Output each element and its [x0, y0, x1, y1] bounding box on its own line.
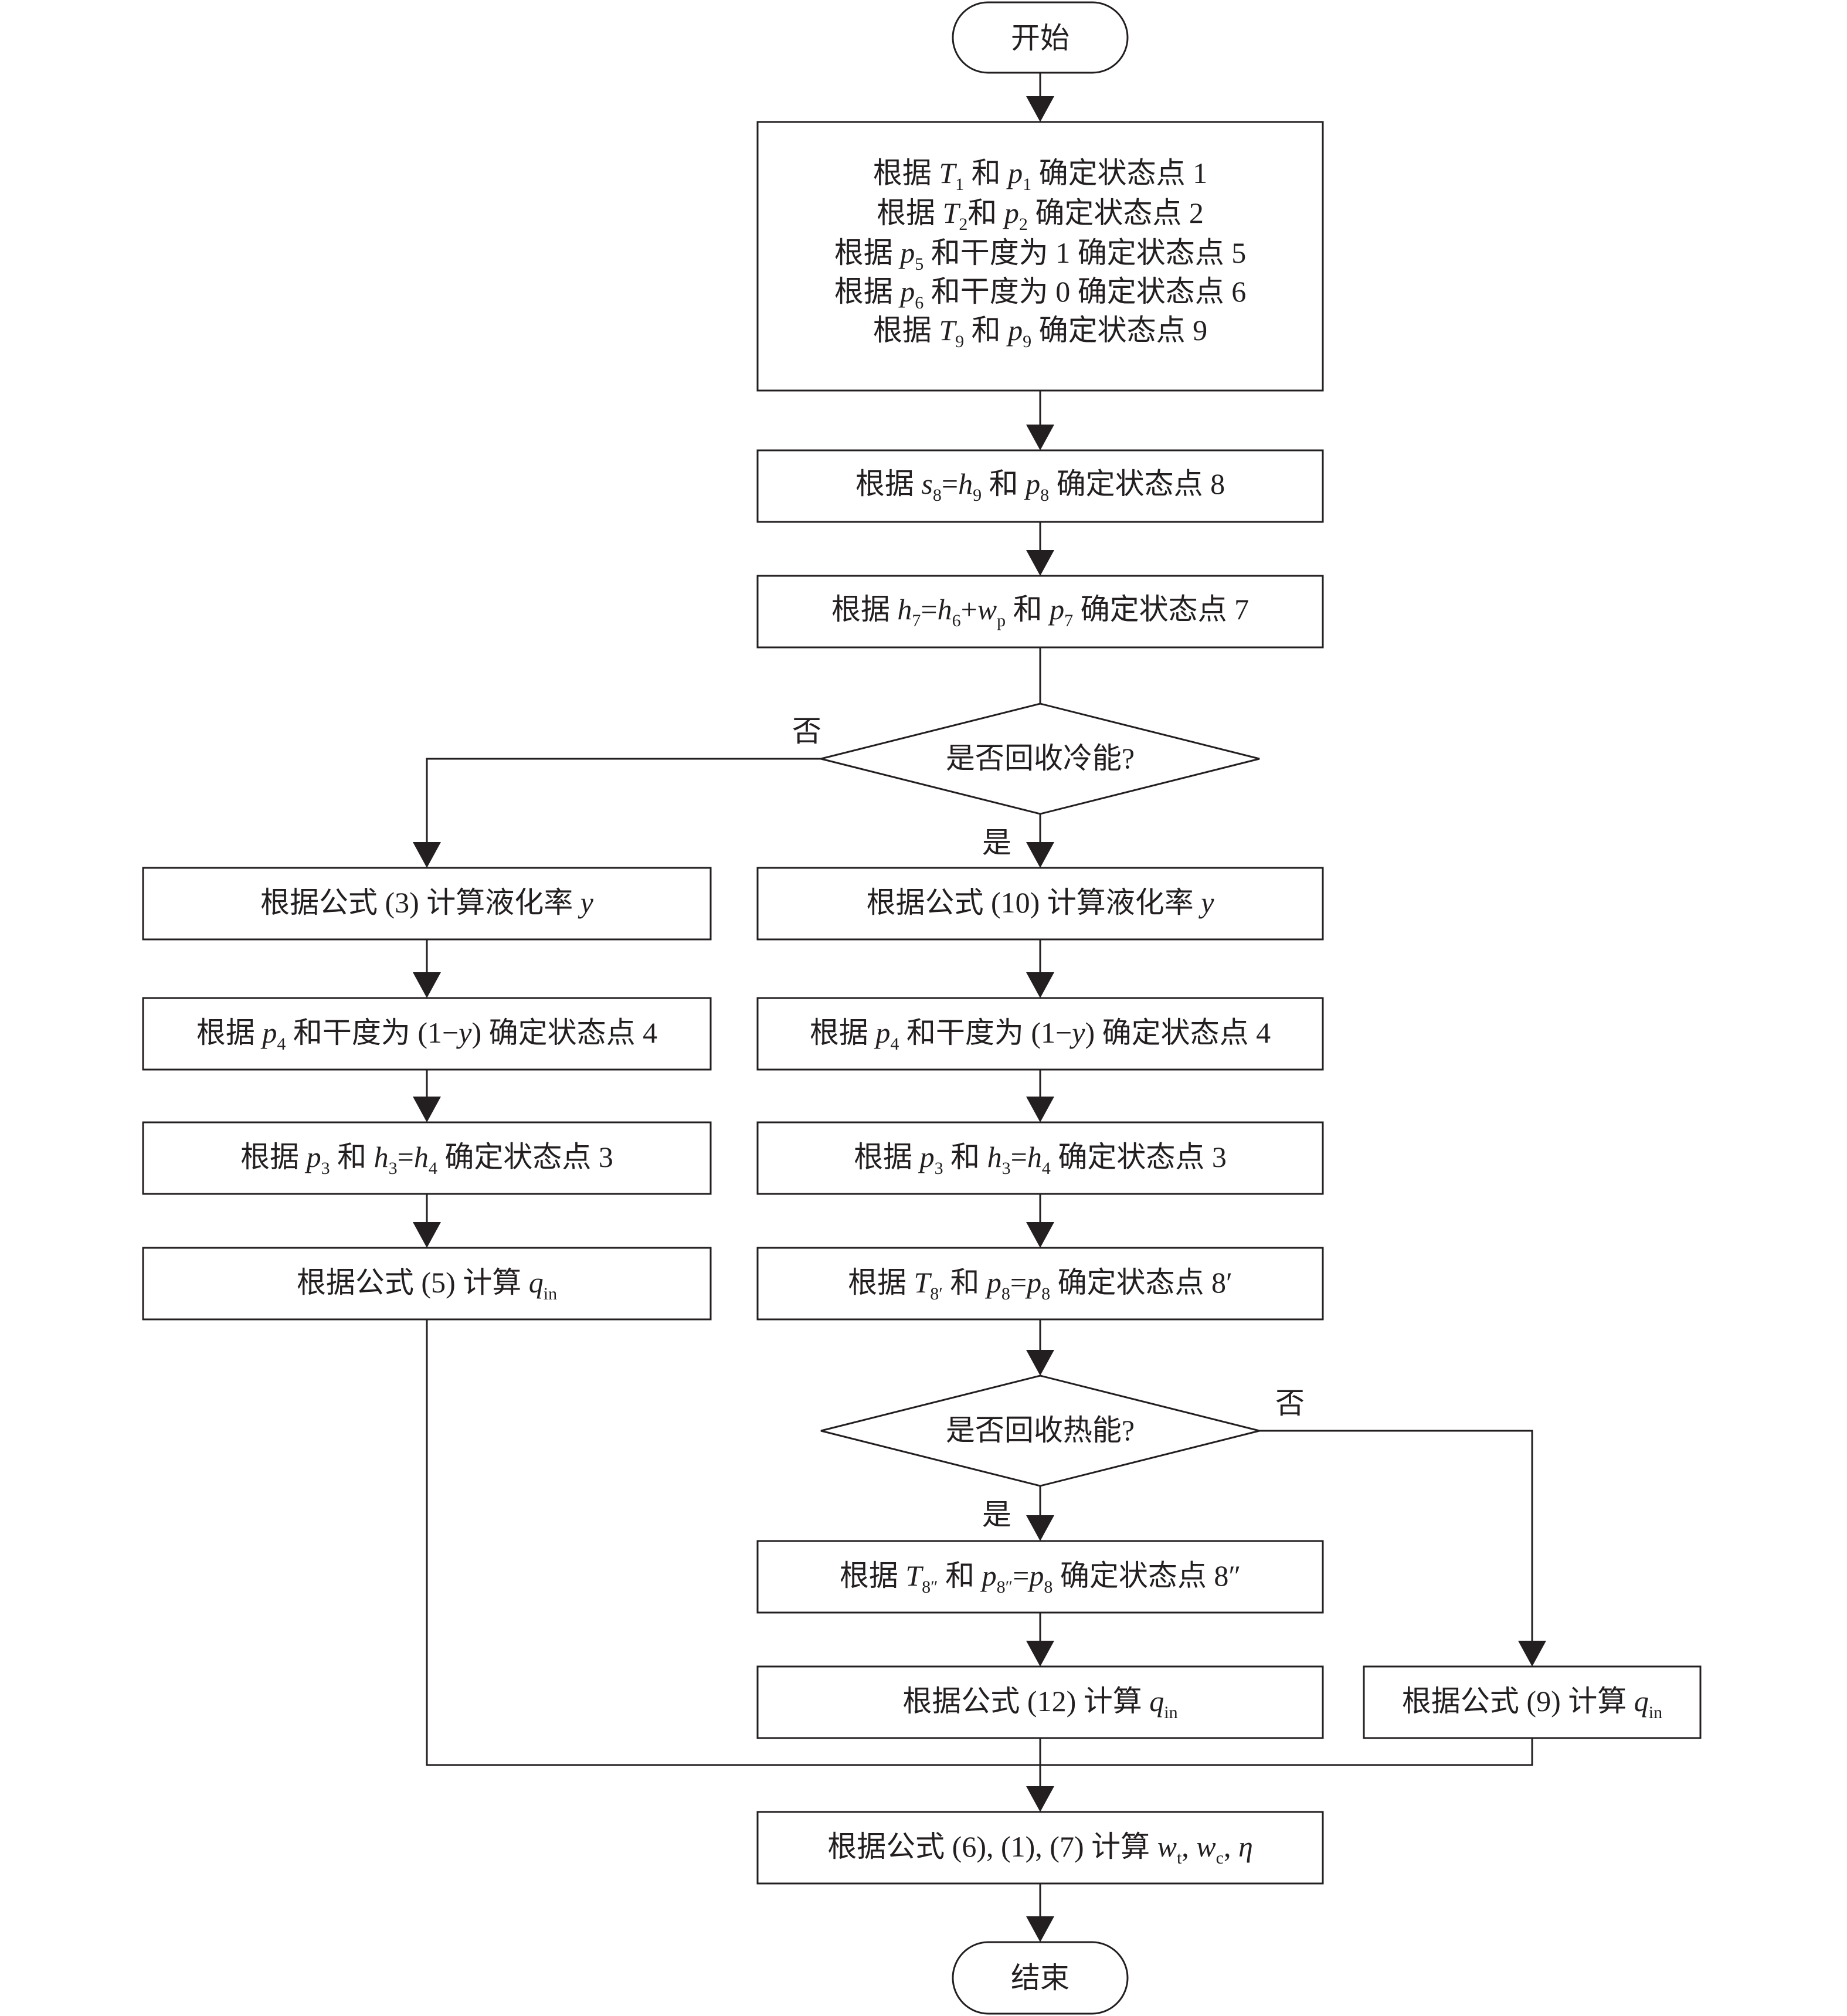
- end-label: 结束: [1011, 1961, 1070, 1994]
- state-7-label: 根据 h7=h6+wp 和 p7 确定状态点 7: [831, 593, 1249, 630]
- decision-cold-label: 是否回收冷能?: [946, 742, 1135, 775]
- decision-cold-yes-label: 是: [982, 826, 1011, 859]
- decision-heat-yes-label: 是: [982, 1498, 1011, 1531]
- right-liquefaction-box: [756, 867, 1324, 941]
- final-compute-box: [756, 1811, 1324, 1885]
- left-liquefaction-label: 根据公式 (3) 计算液化率 y: [260, 886, 594, 919]
- left-state-4-label: 根据 p4 和干度为 (1−y) 确定状态点 4: [196, 1016, 657, 1054]
- init-line-3: 根据 p5 和干度为 1 确定状态点 5: [834, 236, 1247, 274]
- init-line-1: 根据 T1 和 p1 确定状态点 1: [873, 157, 1207, 194]
- right-state-8prime-box: [756, 1247, 1324, 1321]
- left-state-3-box: [142, 1121, 712, 1195]
- left-state-3-label: 根据 p3 和 h3=h4 确定状态点 3: [240, 1141, 613, 1178]
- formula-9-box: [1363, 1665, 1702, 1739]
- init-state-box: [756, 121, 1324, 392]
- right-liquefaction-label: 根据公式 (10) 计算液化率 y: [866, 886, 1214, 919]
- left-qin-box: [142, 1247, 712, 1321]
- state-8dblprime-label: 根据 T8″ 和 p8″=p8 确定状态点 8″: [840, 1559, 1241, 1597]
- init-line-2: 根据 T2和 p2 确定状态点 2: [877, 196, 1204, 234]
- decision-cold-no-label: 否: [792, 715, 821, 748]
- right-state-3-label: 根据 p3 和 h3=h4 确定状态点 3: [854, 1141, 1227, 1178]
- formula-12-label: 根据公式 (12) 计算 qin: [902, 1685, 1177, 1722]
- decision-heat-no-label: 否: [1275, 1387, 1305, 1420]
- right-state-4-box: [756, 997, 1324, 1071]
- right-state-3-box: [756, 1121, 1324, 1195]
- final-compute-label: 根据公式 (6), (1), (7) 计算 wt, wc, η: [827, 1830, 1253, 1868]
- init-line-5: 根据 T9 和 p9 确定状态点 9: [873, 314, 1207, 351]
- left-state-4-box: [142, 997, 712, 1071]
- start-label: 开始: [1011, 22, 1070, 55]
- decision-heat-label: 是否回收热能?: [946, 1414, 1135, 1447]
- right-state-8prime-label: 根据 T8′ 和 p8=p8 确定状态点 8′: [848, 1266, 1233, 1304]
- state-8-label: 根据 s8=h9 和 p8 确定状态点 8: [855, 467, 1225, 505]
- formula-9-label: 根据公式 (9) 计算 qin: [1402, 1685, 1662, 1722]
- init-line-4: 根据 p6 和干度为 0 确定状态点 6: [834, 275, 1247, 313]
- state-7-box: [756, 575, 1324, 649]
- left-qin-label: 根据公式 (5) 计算 qin: [297, 1266, 557, 1304]
- right-state-4-label: 根据 p4 和干度为 (1−y) 确定状态点 4: [810, 1016, 1271, 1054]
- connectors: [413, 73, 1546, 1942]
